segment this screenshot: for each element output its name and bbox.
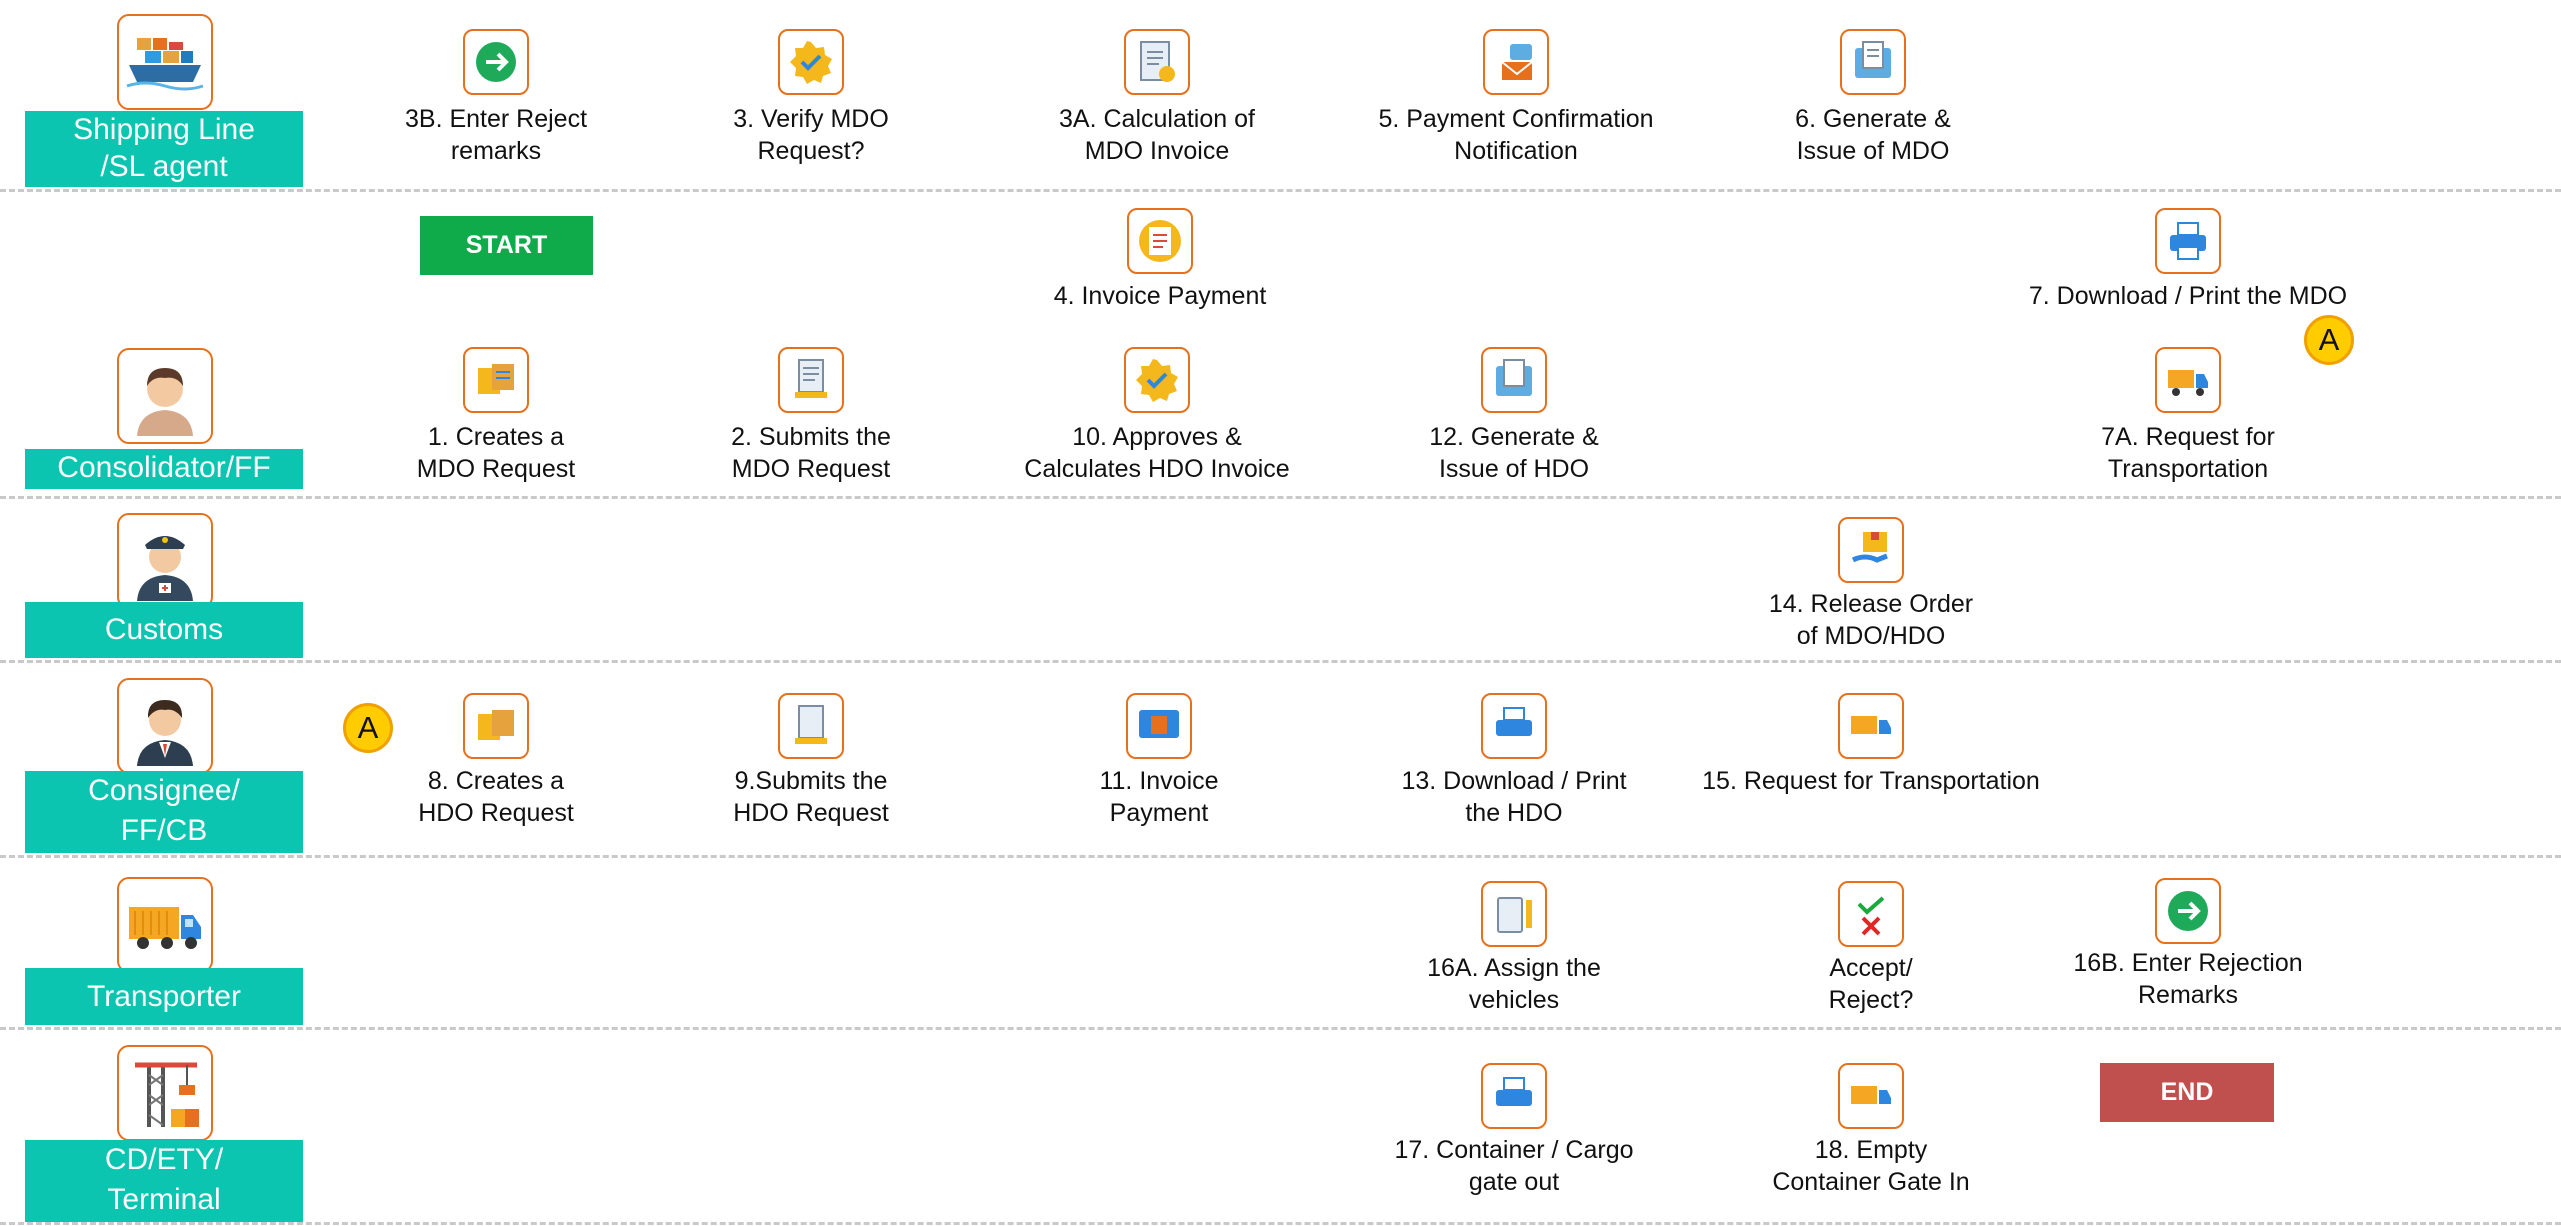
lane-divider bbox=[0, 496, 2561, 499]
invoice-payment-icon bbox=[1127, 208, 1193, 274]
step-7a-label: 7A. Request for Transportation bbox=[2101, 423, 2275, 483]
approve-badge-icon bbox=[1124, 347, 1190, 413]
gate-in-truck-icon bbox=[1838, 1063, 1904, 1129]
step-15-label: 15. Request for Transportation bbox=[1702, 767, 2040, 795]
lane-label-terminal: CD/ETY/ Terminal bbox=[25, 1140, 303, 1222]
assign-vehicles-icon bbox=[1481, 881, 1547, 947]
step-1-label: 1. Creates a MDO Request bbox=[416, 423, 576, 483]
step-7-label: 7. Download / Print the MDO bbox=[2028, 282, 2348, 310]
verify-badge-icon bbox=[778, 29, 844, 95]
step-16b-label: 16B. Enter Rejection Remarks bbox=[2073, 949, 2303, 1009]
customs-officer-icon bbox=[117, 513, 213, 609]
lane-divider bbox=[0, 855, 2561, 858]
step-8-label: 8. Creates a HDO Request bbox=[418, 767, 574, 827]
step-18-label: 18. Empty Container Gate In bbox=[1772, 1136, 1970, 1196]
end-terminal: END bbox=[2100, 1063, 2274, 1122]
submit-hdo-icon bbox=[778, 693, 844, 759]
step-5-label: 5. Payment Confirmation Notification bbox=[1378, 105, 1654, 165]
step-3-label: 3. Verify MDO Request? bbox=[733, 105, 889, 165]
lane-divider bbox=[0, 1027, 2561, 1030]
lane-divider bbox=[0, 189, 2561, 192]
lane-label-customs: Customs bbox=[25, 602, 303, 658]
businesswoman-avatar-icon bbox=[117, 678, 213, 774]
lane-label-shipping-line: Shipping Line /SL agent bbox=[25, 111, 303, 187]
lane-label-consignee: Consignee/ FF/CB bbox=[25, 771, 303, 853]
transport-request-icon bbox=[1838, 693, 1904, 759]
transport-request-icon bbox=[2155, 347, 2221, 413]
man-avatar-icon bbox=[117, 348, 213, 444]
step-6-label: 6. Generate & Issue of MDO bbox=[1795, 105, 1951, 165]
step-10-label: 10. Approves & Calculates HDO Invoice bbox=[1024, 423, 1290, 483]
step-14-label: 14. Release Order of MDO/HDO bbox=[1768, 590, 1974, 650]
issue-hdo-icon bbox=[1481, 347, 1547, 413]
step-9-label: 9.Submits the HDO Request bbox=[733, 767, 889, 827]
truck-icon bbox=[117, 877, 213, 973]
rejection-remarks-icon bbox=[2155, 878, 2221, 944]
gate-out-icon bbox=[1481, 1063, 1547, 1129]
step-2-label: 2. Submits the MDO Request bbox=[731, 423, 891, 483]
release-order-icon bbox=[1838, 517, 1904, 583]
step-16a-label: 16A. Assign the vehicles bbox=[1427, 954, 1601, 1014]
decision-label: Accept/ Reject? bbox=[1828, 954, 1914, 1014]
step-4-label: 4. Invoice Payment bbox=[1053, 282, 1267, 310]
submit-document-icon bbox=[778, 347, 844, 413]
step-12-label: 12. Generate & Issue of HDO bbox=[1429, 423, 1599, 483]
invoice-document-icon bbox=[1124, 29, 1190, 95]
lane-divider bbox=[0, 1222, 2561, 1225]
step-3b-label: 3B. Enter Reject remarks bbox=[404, 105, 588, 165]
step-11-label: 11. Invoice Payment bbox=[1099, 767, 1219, 827]
step-3a-label: 3A. Calculation of MDO Invoice bbox=[1059, 105, 1255, 165]
lane-label-consolidator: Consolidator/FF bbox=[25, 449, 303, 489]
reject-remarks-icon bbox=[463, 29, 529, 95]
print-hdo-icon bbox=[1481, 693, 1547, 759]
start-terminal: START bbox=[420, 216, 593, 275]
payment-notification-icon bbox=[1483, 29, 1549, 95]
printer-icon bbox=[2155, 208, 2221, 274]
ship-icon bbox=[117, 14, 213, 110]
lane-divider bbox=[0, 660, 2561, 663]
step-17-label: 17. Container / Cargo gate out bbox=[1394, 1136, 1634, 1196]
accept-reject-icon bbox=[1838, 881, 1904, 947]
lane-label-transporter: Transporter bbox=[25, 968, 303, 1025]
create-hdo-request-icon bbox=[463, 693, 529, 759]
crane-icon bbox=[117, 1045, 213, 1141]
connector-marker-a: A bbox=[2304, 315, 2354, 365]
online-payment-icon bbox=[1126, 693, 1192, 759]
connector-marker-a: A bbox=[343, 703, 393, 753]
create-request-icon bbox=[463, 347, 529, 413]
step-13-label: 13. Download / Print the HDO bbox=[1401, 767, 1627, 827]
issue-document-icon bbox=[1840, 29, 1906, 95]
